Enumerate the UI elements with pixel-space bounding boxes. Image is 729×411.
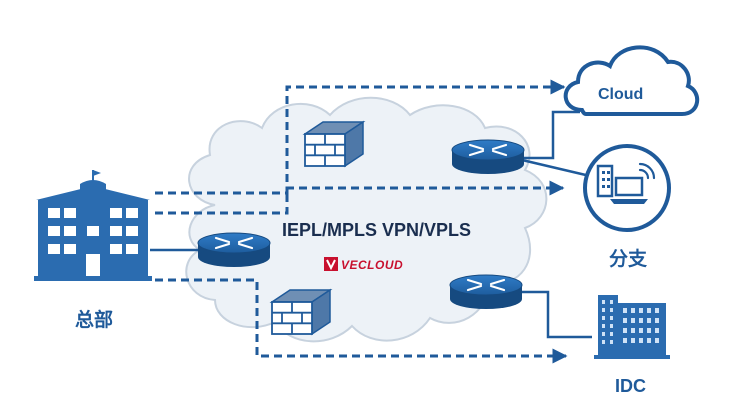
dashed-links: [155, 79, 568, 364]
cloud-icon: [563, 45, 699, 116]
branch-label: 分支: [609, 249, 648, 270]
router-hq-icon: [196, 231, 272, 269]
router-idc-icon: [448, 273, 524, 311]
solid-links: [150, 110, 592, 339]
brand-text: VECLOUD: [341, 258, 404, 272]
center-label: IEPL/MPLS VPN/VPLS: [282, 220, 472, 240]
laptop-wifi-icon: [583, 144, 671, 232]
idc-label: IDC: [615, 376, 646, 396]
vecloud-logo-icon: [324, 257, 338, 271]
firewall-bottom-icon: [269, 288, 333, 336]
building-icon: [34, 170, 152, 281]
firewall-top-icon: [302, 120, 366, 168]
router-branch-icon: [450, 138, 526, 176]
datacenter-icon: [594, 295, 670, 359]
cloud-label: Cloud: [598, 86, 644, 103]
hq-label: 总部: [75, 310, 114, 331]
